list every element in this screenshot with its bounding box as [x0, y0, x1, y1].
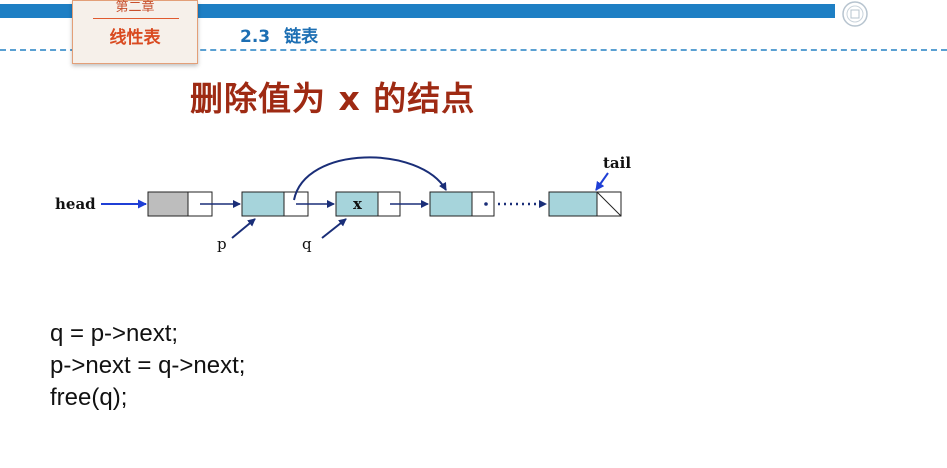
list-node-head — [147, 191, 213, 217]
bypass-arrow — [293, 156, 447, 201]
chapter-tab: 第二章 线性表 — [72, 0, 198, 64]
node-value-x: x — [353, 195, 363, 213]
slide-title: 删除值为 x 的结点 — [190, 79, 476, 118]
tail-label: tail — [603, 154, 631, 172]
code-line: q = p->next; — [50, 320, 179, 347]
linked-list-diagram: head x tail p q — [55, 154, 631, 253]
chapter-divider — [93, 18, 179, 19]
section-number: 2.3 — [240, 27, 271, 47]
p-pointer-arrow — [231, 218, 256, 239]
code-line: p->next = q->next; — [50, 352, 246, 379]
code-block: q = p->next; p->next = q->next; free(q); — [50, 318, 245, 414]
section-title: 链表 — [284, 27, 319, 47]
q-label: q — [302, 235, 312, 253]
chapter-number: 第二章 — [115, 0, 155, 15]
q-pointer-arrow — [321, 218, 347, 239]
tail-pointer-arrow — [595, 172, 609, 191]
list-node-x — [335, 191, 401, 217]
university-logo-icon — [842, 1, 868, 27]
chapter-title: 线性表 — [109, 28, 161, 48]
p-label: p — [217, 235, 227, 253]
list-node-tail — [548, 191, 622, 217]
list-node-next — [429, 191, 495, 217]
section-heading: 2.3 链表 — [240, 22, 318, 47]
head-label: head — [55, 195, 96, 213]
header-divider — [0, 49, 947, 51]
header-bar — [0, 4, 835, 18]
code-line: free(q); — [50, 384, 128, 411]
